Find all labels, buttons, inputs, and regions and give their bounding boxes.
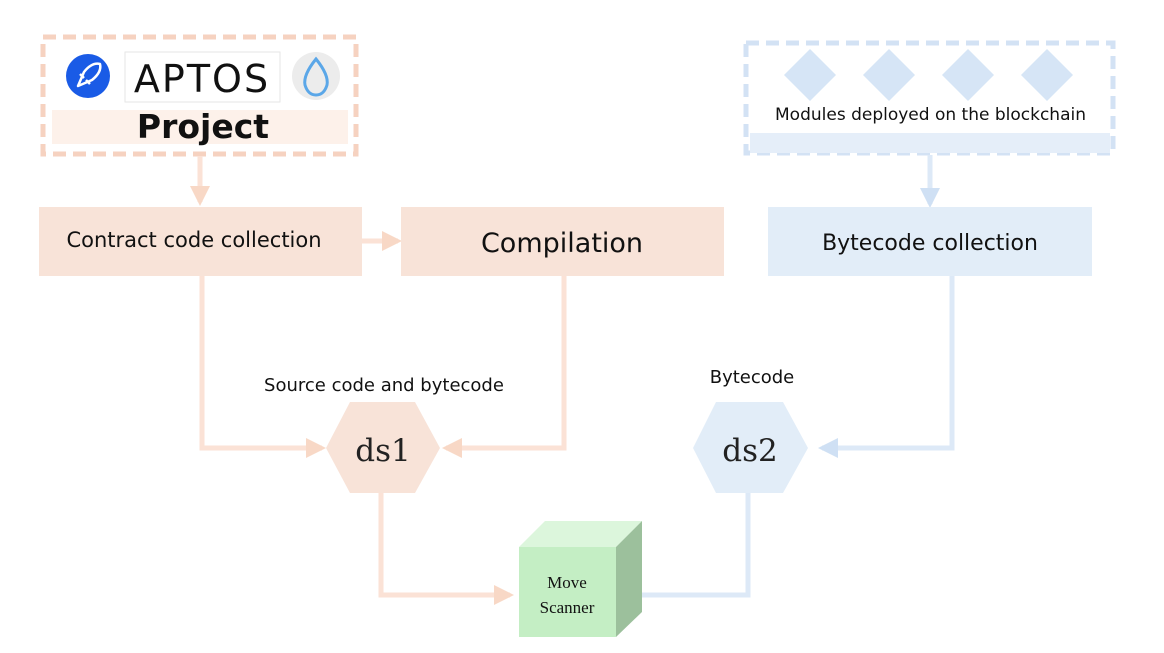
scanner-label-line2: Scanner <box>540 598 595 617</box>
arrow-ds1-to-scanner <box>378 492 514 605</box>
project-label: Project <box>137 107 269 146</box>
ds2-hexagon <box>693 402 808 493</box>
arrow-compilation-to-ds1 <box>442 276 567 458</box>
scanner-cube-front <box>519 547 616 637</box>
ds2-label: ds2 <box>722 433 777 469</box>
bytecode-collection-rect <box>768 207 1092 276</box>
project-group: APTOS Project <box>40 34 359 157</box>
ds1-hexagon <box>326 402 440 493</box>
project-dashed-frame <box>40 34 359 157</box>
sui-droplet-bg <box>292 52 340 100</box>
ds2-group: Bytecode ds2 <box>693 367 808 493</box>
module-diamond-icon <box>784 49 836 101</box>
compilation-rect <box>401 207 724 276</box>
scanner-label-line1: Move <box>547 573 587 592</box>
sui-droplet-icon <box>303 56 329 97</box>
scanner-cube-top <box>519 521 642 547</box>
rocket-icon <box>66 54 110 98</box>
ds1-caption: Source code and bytecode <box>264 375 504 396</box>
move-scanner-cube: Move Scanner <box>519 521 642 637</box>
module-diamond-icon <box>863 49 915 101</box>
ds2-caption: Bytecode <box>710 367 795 388</box>
contract-collection-box: Contract code collection <box>39 207 362 276</box>
ds1-group: Source code and bytecode ds1 <box>264 375 504 493</box>
blockchain-blur-strip <box>750 133 1110 153</box>
project-blur-strip <box>52 110 348 144</box>
scanner-cube-side <box>616 521 642 637</box>
compilation-label: Compilation <box>481 228 643 259</box>
contract-collection-label: Contract code collection <box>66 228 321 252</box>
ds1-label: ds1 <box>355 433 410 469</box>
module-diamond-icon <box>942 49 994 101</box>
bytecode-collection-box: Bytecode collection <box>768 207 1092 276</box>
arrow-ds2-to-scanner <box>610 492 751 605</box>
blockchain-group: Modules deployed on the blockchain <box>743 40 1116 156</box>
aptos-wordmark: APTOS <box>134 57 270 101</box>
bytecode-collection-label: Bytecode collection <box>822 231 1038 256</box>
connectors <box>190 155 955 605</box>
arrow-bytecode-to-ds2 <box>818 276 955 458</box>
contract-collection-rect <box>39 207 362 276</box>
compilation-box: Compilation <box>401 207 724 276</box>
blockchain-label: Modules deployed on the blockchain <box>775 105 1086 125</box>
rocket-glyph <box>76 62 102 88</box>
aptos-wordmark-bg <box>124 51 281 103</box>
module-diamond-icon <box>1021 49 1073 101</box>
arrow-contract-to-ds1 <box>199 276 326 458</box>
